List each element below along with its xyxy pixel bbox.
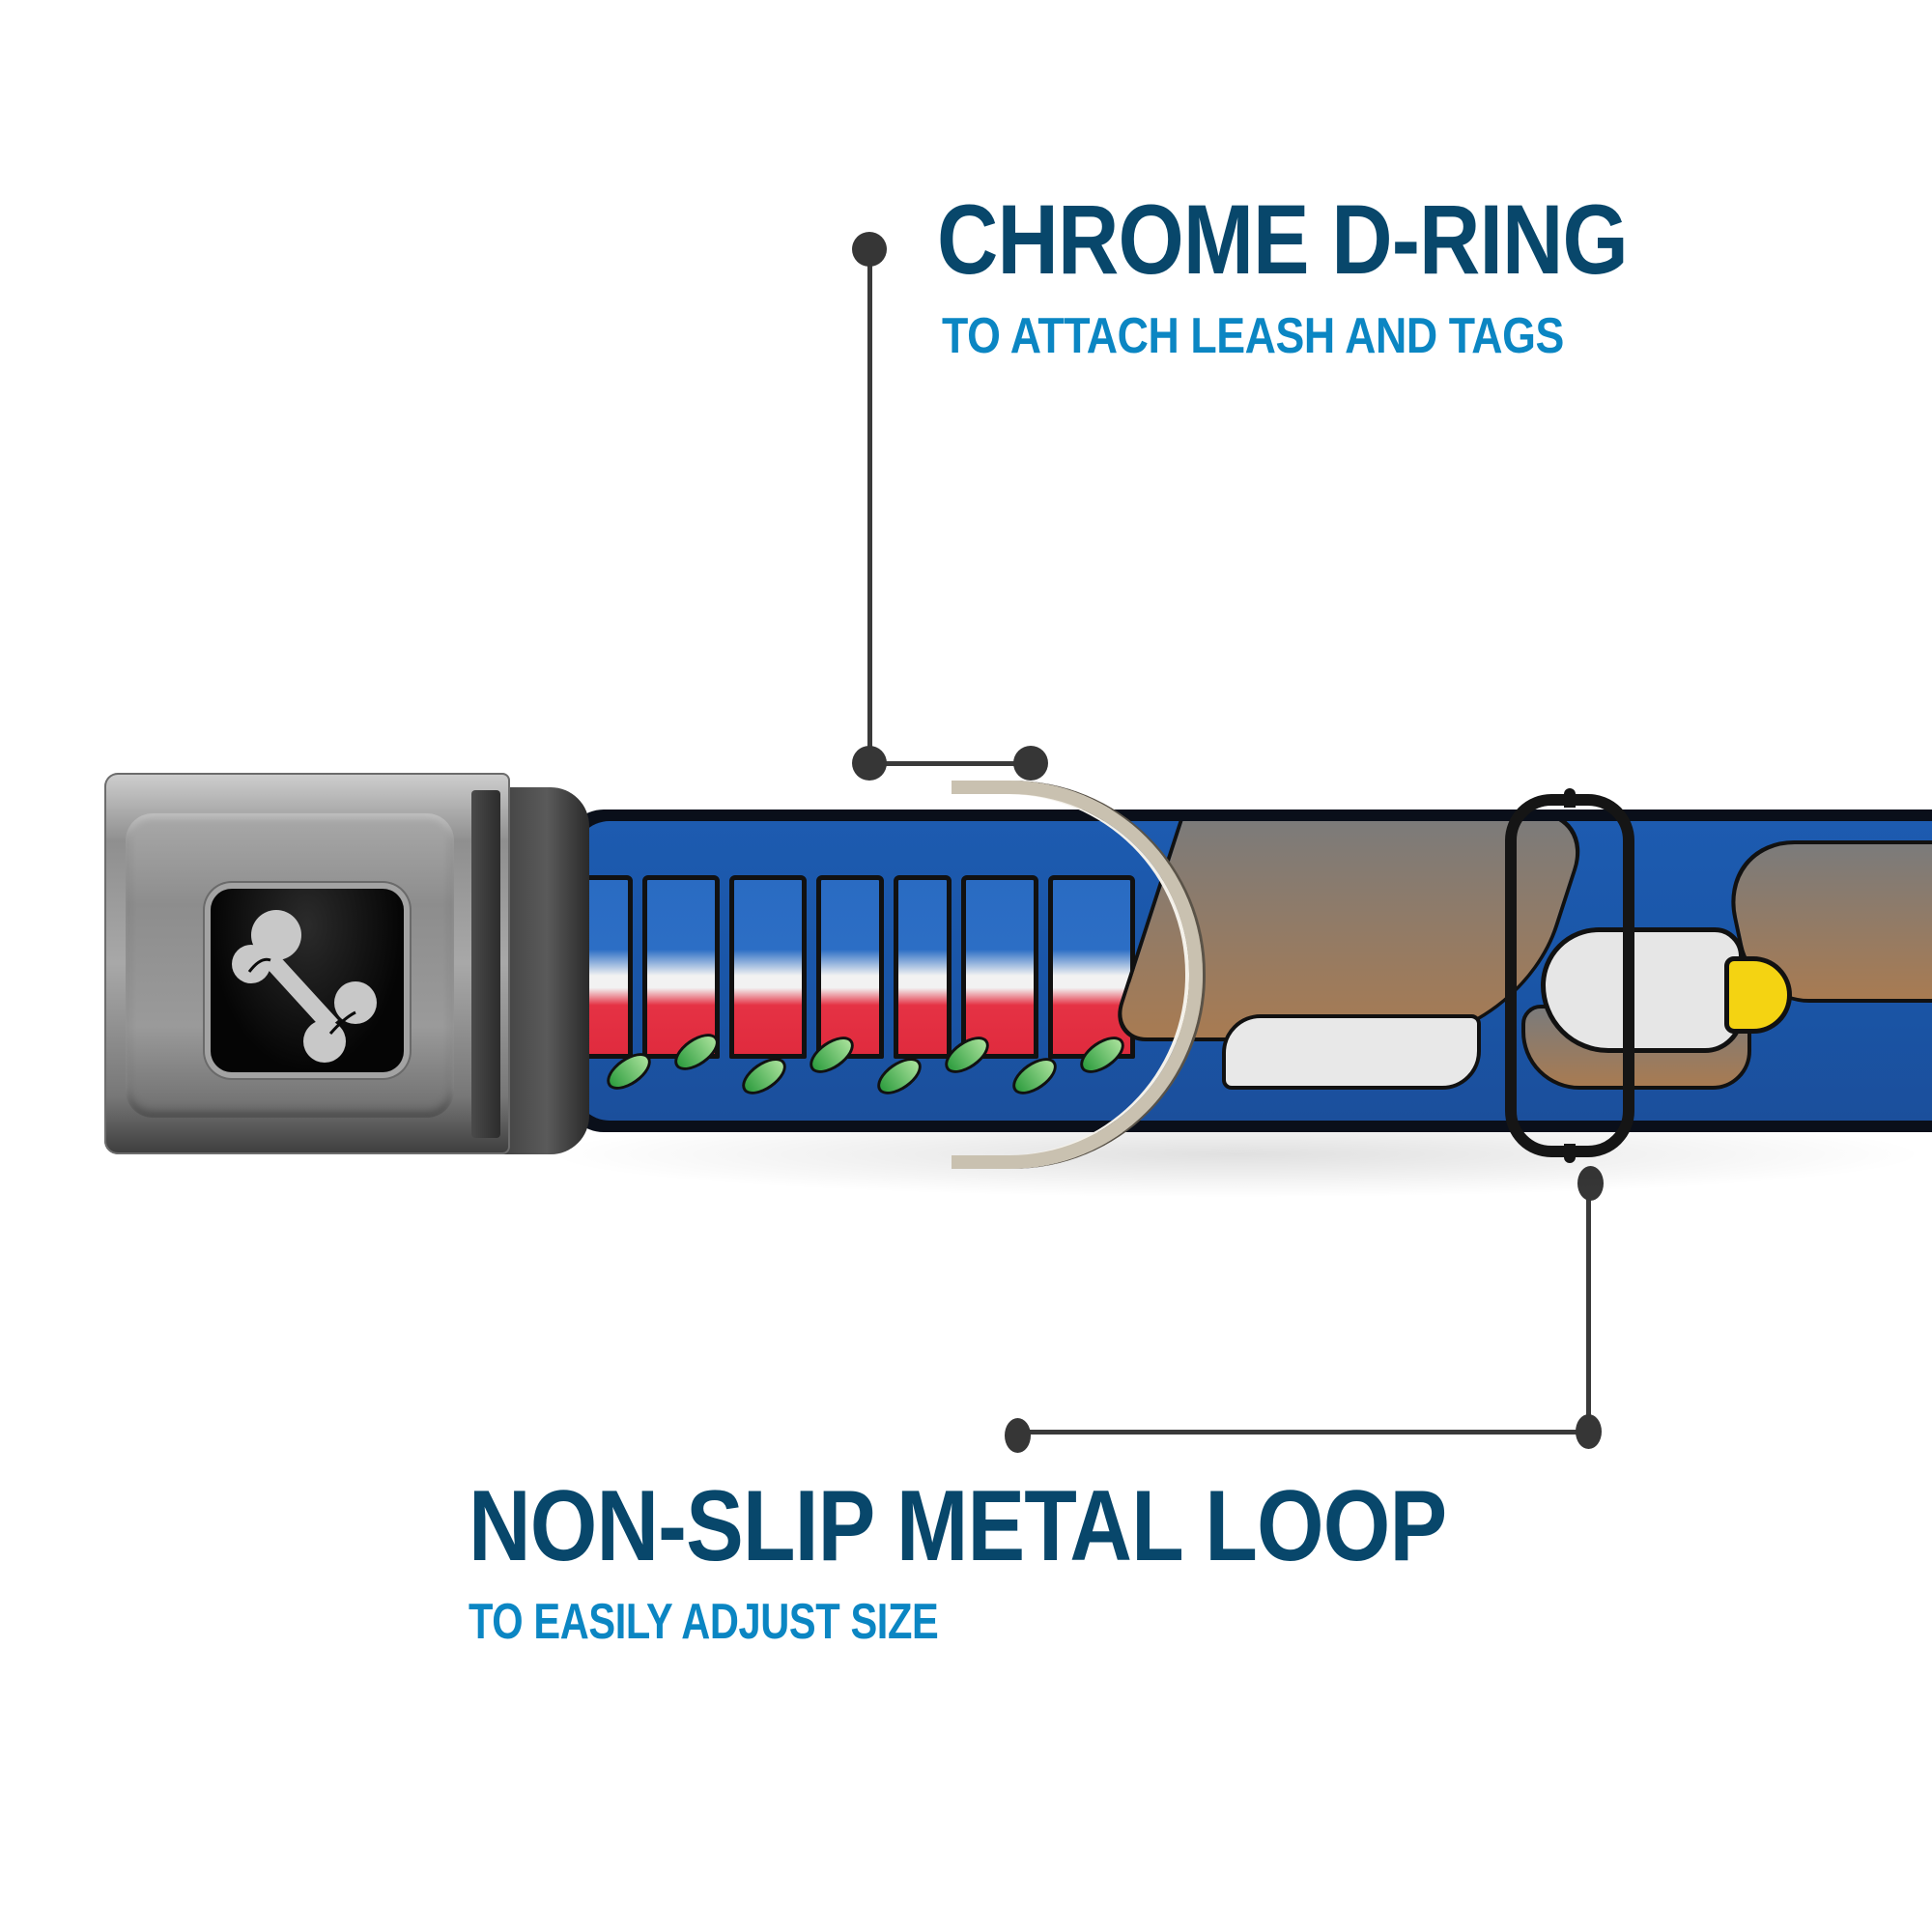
letter-shape [816, 875, 884, 1059]
buckle-badge [211, 889, 404, 1072]
loop-keeper [1505, 788, 1634, 1163]
callout-line-vertical [867, 249, 872, 763]
callout-title-metal-loop: NON-SLIP METAL LOOP [469, 1470, 1447, 1582]
callout-subtitle-metal-loop: TO EASILY ADJUST SIZE [469, 1594, 939, 1650]
callout-dot [852, 232, 887, 267]
eagle-head [1541, 927, 1744, 1053]
eagle-graphic [1107, 821, 1932, 1121]
callout-title-d-ring: CHROME D-RING [937, 185, 1629, 295]
callout-subtitle-d-ring: TO ATTACH LEASH AND TAGS [942, 308, 1564, 364]
callout-dot [1013, 746, 1048, 781]
letter-shape [642, 875, 720, 1059]
callout-line-vertical [1586, 1183, 1591, 1432]
bone-icon [232, 910, 377, 1063]
buckle-release-edge [471, 790, 500, 1138]
eagle-tail [1222, 1014, 1481, 1090]
callout-line-horizontal [869, 761, 1031, 766]
letter-shape [894, 875, 952, 1059]
callout-dot [1577, 1166, 1604, 1201]
eagle-beak [1724, 956, 1792, 1034]
printed-strap [565, 810, 1932, 1132]
callout-line-horizontal [1009, 1430, 1588, 1435]
callout-dot [1005, 1418, 1031, 1453]
callout-dot [1576, 1414, 1602, 1449]
seatbelt-buckle [104, 773, 510, 1154]
callout-dot [852, 746, 887, 781]
letter-shape [729, 875, 807, 1059]
strap-print [575, 821, 1932, 1121]
